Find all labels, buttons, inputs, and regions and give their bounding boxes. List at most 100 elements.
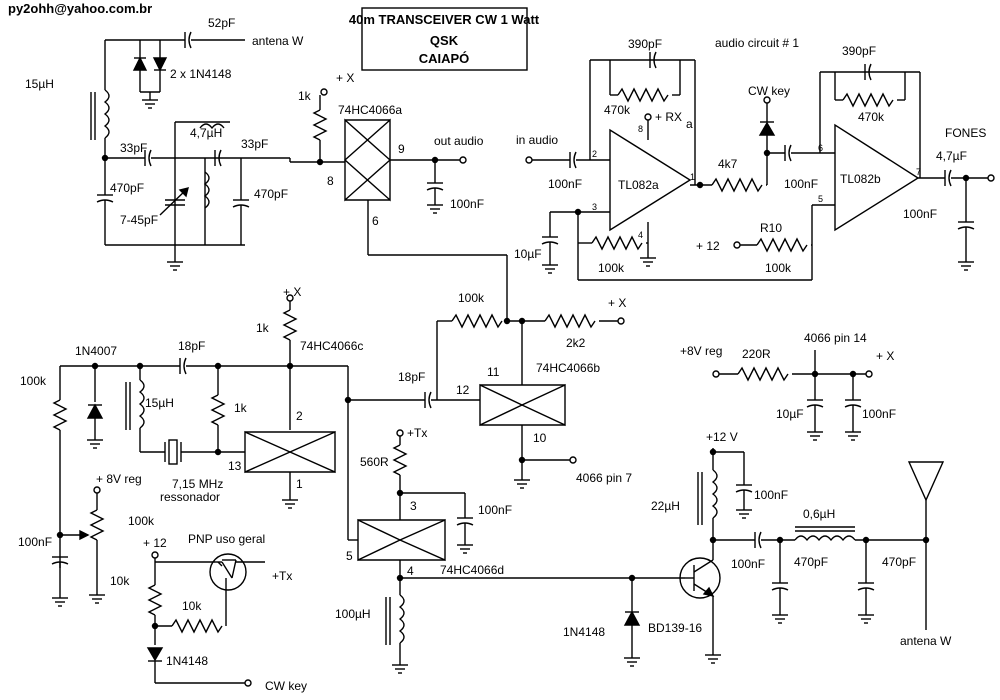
label-470pf-pa1: 470pF	[794, 555, 828, 569]
pin-6b: 6	[818, 143, 823, 153]
ground-icon	[771, 614, 789, 624]
pin-2: 2	[592, 149, 597, 159]
rx-input-network	[90, 31, 291, 271]
transistor-pnp-icon	[209, 553, 247, 591]
label-1k-c: 1k	[256, 321, 270, 335]
ground-icon	[456, 544, 474, 554]
pin-3d: 3	[410, 499, 417, 513]
label-100nf-out: 100nF	[450, 197, 484, 211]
label-0-6uh: 0,6µH	[803, 507, 835, 521]
label-100nf-in: 100nF	[548, 177, 582, 191]
ground-icon	[957, 261, 975, 271]
label-74hc4066a: 74HC4066a	[338, 103, 402, 117]
label-100k-a: 100k	[598, 261, 625, 275]
ground-icon	[86, 439, 104, 449]
pin-5d: 5	[346, 549, 353, 563]
label-4k7: 4k7	[718, 157, 738, 171]
label-tl082a: TL082a	[618, 178, 659, 192]
label-100uh: 100µH	[335, 607, 371, 621]
ground-icon	[88, 594, 106, 604]
label-52pf: 52pF	[208, 16, 235, 30]
pin-4d: 4	[407, 564, 414, 578]
label-100nf-d: 100nF	[478, 503, 512, 517]
label-plus-tx: +Tx	[407, 426, 427, 440]
label-220r: 220R	[742, 347, 771, 361]
pin-5: 5	[818, 194, 823, 204]
label-8v-reg-l: + 8V reg	[96, 472, 142, 486]
label-15uh-l: 15µH	[145, 396, 174, 410]
label-antenna-top: antena W	[252, 34, 304, 48]
pin-11: 11	[487, 365, 500, 379]
author-email: py2ohh@yahoo.com.br	[8, 1, 152, 16]
label-audio-circuit: audio circuit # 1	[715, 36, 799, 50]
label-fones: FONES	[945, 126, 986, 140]
diode-icon	[758, 121, 776, 136]
switch-74hc4066d	[348, 429, 685, 674]
label-4066-pin7: 4066 pin 7	[576, 471, 632, 485]
diode-icon	[152, 57, 168, 72]
ground-icon	[704, 654, 722, 664]
ground-icon	[281, 499, 299, 509]
pin-3: 3	[592, 202, 597, 212]
diode-icon	[623, 610, 641, 626]
label-cw-key-bot: CW key	[265, 679, 307, 693]
inductor-15uh-top	[103, 89, 110, 139]
label-plus-rx: + RX	[655, 110, 682, 124]
label-7-45pf: 7-45pF	[120, 213, 158, 227]
label-plus-12-top: + 12	[696, 239, 720, 253]
label-7-15-mhz: 7,15 MHz	[172, 477, 223, 491]
label-100k-m: 100k	[458, 291, 485, 305]
label-100nf-mid: 100nF	[784, 177, 818, 191]
diode-icon	[86, 403, 104, 419]
label-bd139: BD139-16	[648, 621, 702, 635]
pin-1c: 1	[296, 477, 303, 491]
label-390pf-b: 390pF	[842, 44, 876, 58]
label-22uh: 22µH	[651, 499, 680, 513]
opamp-a	[609, 128, 692, 232]
ground-icon	[51, 597, 69, 607]
pin-2c: 2	[296, 409, 303, 423]
label-plus-x-top: + X	[336, 71, 354, 85]
label-10uf-r: 10µF	[776, 407, 804, 421]
pnp-tx-switch	[146, 551, 265, 687]
label-in-audio: in audio	[516, 133, 558, 147]
audio-circuit	[525, 51, 995, 281]
label-15uh-top: 15µH	[25, 77, 54, 91]
ground-icon	[166, 261, 184, 271]
ground-icon	[541, 264, 559, 274]
label-100nf-l: 100nF	[18, 535, 52, 549]
pa-stage	[679, 448, 945, 664]
label-r10: R10	[760, 221, 782, 235]
title-line1: 40m TRANSCEIVER CW 1 Watt	[349, 12, 540, 27]
pin-9: 9	[398, 142, 405, 156]
label-100nf-fones: 100nF	[903, 207, 937, 221]
label-antenna-bot: antena W	[900, 634, 952, 648]
label-74hc4066b: 74HC4066b	[536, 361, 600, 375]
resistor-1k-l	[210, 394, 226, 426]
label-plus-x-r: + X	[876, 349, 894, 363]
label-470k-b: 470k	[858, 110, 885, 124]
label-2k2: 2k2	[566, 336, 586, 350]
label-10uf-a: 10µF	[514, 247, 542, 261]
label-100nf-r: 100nF	[862, 407, 896, 421]
pin-13: 13	[228, 459, 242, 473]
label-74hc4066c: 74HC4066c	[300, 339, 363, 353]
label-1k-l: 1k	[234, 401, 248, 415]
ground-icon	[844, 431, 862, 441]
pin-8: 8	[327, 174, 334, 188]
pin-12: 12	[456, 383, 470, 397]
ground-icon	[391, 664, 409, 674]
label-tl082b: TL082b	[840, 172, 881, 186]
label-33pf-a: 33pF	[120, 141, 147, 155]
title-line2: QSK	[430, 33, 459, 48]
resistor-1k-a	[312, 109, 328, 141]
pin-6: 6	[372, 214, 379, 228]
opamp-b	[834, 123, 920, 232]
ground-icon	[623, 657, 641, 667]
label-10k-b: 10k	[182, 599, 202, 613]
label-1n4148-c: 1N4148	[166, 654, 208, 668]
label-470pf-pa2: 470pF	[882, 555, 916, 569]
label-33pf-b: 33pF	[241, 137, 268, 151]
label-plus-12v: +12 V	[706, 430, 738, 444]
